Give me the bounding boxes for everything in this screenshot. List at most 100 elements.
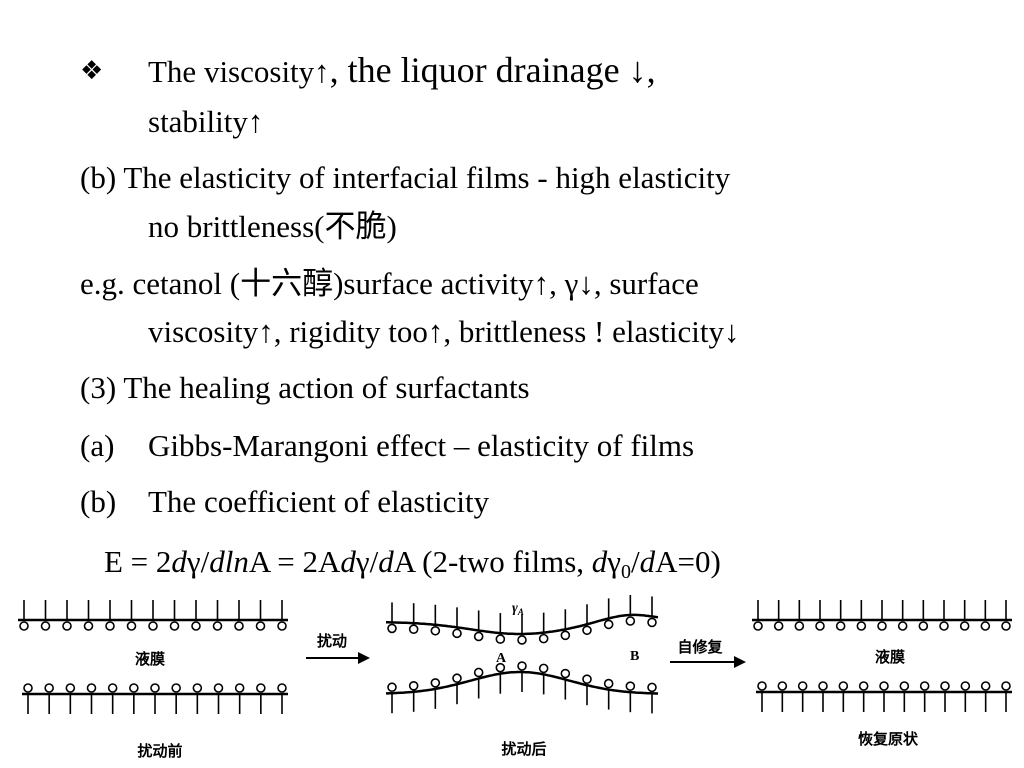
text-gamma: , γ (549, 266, 579, 301)
surfactant-head (44, 683, 54, 693)
surfactant-head (126, 621, 137, 631)
surfactant-head (192, 683, 203, 693)
surfactant-head (212, 621, 223, 631)
formula-subscript: 0 (620, 561, 631, 583)
elasticity-formula: E = 2dγ/dlnA = 2Adγ/dA (2-two films, dγ0… (104, 544, 721, 583)
surfactant-head (255, 621, 266, 631)
text-comma: , (646, 50, 656, 90)
formula-part: E = 2 (104, 544, 172, 579)
surfactant-head (538, 663, 549, 674)
label-restored: 恢复原状 (858, 730, 919, 748)
text-viscosity2: viscosity (148, 314, 259, 349)
surfactant-head (1001, 621, 1011, 631)
surfactant-head (940, 681, 950, 691)
film-surface-line (386, 670, 658, 695)
surfactant-head (473, 667, 484, 678)
formula-part: A (2-two films, (393, 544, 592, 579)
surfactant-head (473, 631, 484, 642)
surfactant-head (980, 621, 991, 631)
surfactant-head (430, 678, 441, 688)
surfactant-head (773, 621, 784, 631)
label-point-a: A (496, 651, 507, 666)
line-cetanol: e.g. cetanol (十六醇)surface activity↑, γ↓,… (80, 266, 699, 302)
surfactant-head (939, 621, 949, 631)
up-arrow-icon: ↑ (427, 314, 444, 349)
formula-part: γ (607, 544, 621, 579)
surfactant-head (408, 681, 419, 691)
surfactant-head (777, 681, 788, 691)
up-arrow-icon: ↑ (247, 104, 264, 139)
surfactant-head (234, 683, 245, 693)
surfactant-head (856, 621, 867, 631)
line-gibbs-marangoni: Gibbs-Marangoni effect – elasticity of f… (148, 428, 695, 463)
surfactant-head (517, 635, 527, 645)
surfactant-head (65, 683, 76, 693)
film-restored-top-layer (752, 600, 1012, 631)
surfactant-head (83, 621, 94, 631)
surfactant-head (877, 621, 887, 631)
label-gamma-a: γA (512, 601, 524, 617)
surfactant-head (647, 617, 657, 628)
surfactant-head (452, 673, 462, 684)
marangoni-diagram: 液膜 扰动前 扰动 γA A B 扰动后 自修复 液膜 恢复原状 (18, 595, 1012, 760)
up-arrow-icon: ↑ (258, 314, 274, 349)
surfactant-head (213, 683, 224, 693)
label-liquid-film-2: 液膜 (875, 648, 905, 666)
surfactant-head (387, 682, 397, 693)
surfactant-head (129, 683, 139, 693)
surfactant-head (835, 621, 846, 631)
text-cetanol: e.g. cetanol (十六醇)surface activity (80, 266, 534, 301)
formula-part: A = 2A (248, 544, 341, 579)
up-arrow-icon: ↑ (314, 54, 330, 89)
film-before-bottom-layer (22, 683, 288, 714)
formula-part: d (378, 544, 394, 579)
surfactant-head (797, 681, 808, 691)
formula-part: / (630, 544, 640, 579)
film-before-top-layer (18, 600, 288, 631)
surfactant-head (757, 681, 767, 691)
surfactant-head (879, 681, 889, 691)
label-self-repair: 自修复 (677, 638, 723, 656)
line-coefficient-elasticity: The coefficient of elasticity (148, 484, 490, 519)
surfactant-head (647, 682, 657, 693)
surfactant-head (107, 683, 118, 693)
line-elasticity-films: (b) The elasticity of interfacial films … (80, 160, 731, 195)
list-num-a: (a) (80, 428, 115, 463)
label-point-b: B (630, 649, 639, 664)
surfactant-head (23, 683, 33, 693)
surfactant-head (495, 662, 506, 673)
text-liquor-drainage: , the liquor drainage (329, 50, 629, 90)
surfactant-head (234, 621, 244, 631)
line-viscosity-rigidity: viscosity↑, rigidity too↑, brittleness !… (148, 314, 740, 350)
film-after-top-layer (386, 595, 659, 645)
surfactant-head (815, 621, 825, 631)
surfactant-head (277, 683, 287, 693)
label-before-disturbance: 扰动前 (137, 742, 182, 760)
surfactant-head (603, 619, 614, 630)
formula-part: A=0) (655, 544, 721, 579)
surfactant-head (171, 683, 181, 693)
text-brittleness: , brittleness ! elasticity (443, 314, 725, 349)
surfactant-head (858, 681, 869, 691)
surfactant-head (169, 621, 180, 631)
surfactant-head (897, 621, 908, 631)
formula-part: γ/ (186, 544, 210, 579)
surfactant-head (918, 621, 929, 631)
down-arrow-icon: ↓ (724, 314, 740, 349)
surfactant-head (86, 683, 97, 693)
formula-part: d (591, 544, 608, 579)
surfactant-head (452, 628, 462, 639)
right-arrow-icon (670, 656, 746, 668)
surfactant-head (560, 668, 571, 679)
surfactant-head (191, 621, 201, 631)
surfactant-head (625, 616, 636, 626)
surfactant-head (538, 633, 549, 644)
surfactant-head (919, 681, 930, 691)
surfactant-head (625, 681, 636, 691)
surfactant-head (408, 624, 419, 634)
bullet-line-viscosity: The viscosity↑, the liquor drainage ↓, (148, 52, 656, 90)
surfactant-head (1001, 681, 1011, 691)
surfactant-head (256, 683, 266, 693)
formula-part: d (639, 544, 656, 579)
